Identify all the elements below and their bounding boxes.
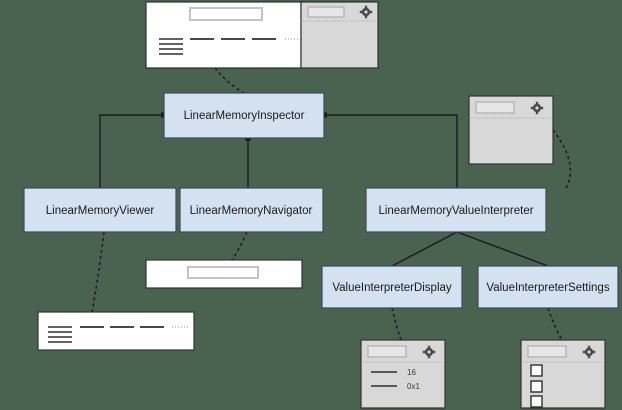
node-interpreter-label: LinearMemoryValueInterpreter [378, 205, 533, 217]
edges-dashed [91, 67, 572, 341]
node-settings-label: ValueInterpreterSettings [486, 282, 609, 294]
edge-interpreter-mock-link [552, 129, 572, 191]
edge-inspector-to-interpreter [321, 112, 458, 188]
node-navigator-label: LinearMemoryNavigator [190, 205, 313, 217]
edge-interpreter-to-settings [456, 231, 549, 267]
node-display[interactable]: ValueInterpreterDisplay [321, 265, 463, 309]
gear-icon[interactable] [530, 101, 544, 115]
mockup-interpreter [468, 95, 554, 165]
mockup-inspector [145, 1, 379, 69]
gear-icon[interactable] [582, 345, 596, 359]
node-settings[interactable]: ValueInterpreterSettings [477, 265, 619, 309]
mockup-display: 16 0x1 [360, 339, 446, 409]
mockup-interpreter-input[interactable] [475, 101, 515, 114]
mockup-inspector-right-input[interactable] [307, 6, 345, 18]
mockup-navigator-address-input[interactable] [187, 266, 259, 279]
edge-display-mock-link [391, 307, 402, 341]
mockup-navigator [145, 259, 303, 289]
mockup-viewer-byte-lines [48, 326, 72, 343]
mockup-settings-checkbox[interactable] [530, 380, 543, 393]
mockup-settings [520, 339, 606, 409]
node-interpreter[interactable]: LinearMemoryValueInterpreter [365, 187, 547, 233]
edge-settings-mock-link [547, 307, 563, 341]
node-navigator[interactable]: LinearMemoryNavigator [179, 187, 324, 233]
edge-inspector-to-viewer [99, 112, 167, 188]
mockup-viewer [37, 311, 195, 351]
mockup-settings-checkbox[interactable] [530, 395, 543, 408]
node-inspector[interactable]: LinearMemoryInspector [163, 92, 325, 139]
mockup-inspector-address-input[interactable] [189, 7, 263, 21]
gear-icon[interactable] [422, 345, 436, 359]
node-inspector-label: LinearMemoryInspector [184, 110, 305, 122]
mockup-settings-input[interactable] [527, 345, 567, 358]
edge-interpreter-to-display [391, 231, 458, 267]
node-viewer-label: LinearMemoryViewer [46, 205, 155, 217]
edges-solid [99, 112, 549, 267]
node-display-label: ValueInterpreterDisplay [332, 282, 452, 294]
mockup-display-input[interactable] [367, 345, 407, 358]
mockup-inspector-byte-lines [159, 38, 183, 55]
edge-viewer-mock-link [91, 231, 105, 313]
edge-inspector-mock-link [214, 67, 245, 94]
gear-icon[interactable] [359, 5, 373, 19]
node-viewer[interactable]: LinearMemoryViewer [23, 187, 177, 233]
mockup-display-row2-value: 0x1 [407, 382, 420, 391]
mockup-settings-checkbox[interactable] [530, 364, 543, 377]
mockup-display-row1-value: 16 [407, 368, 416, 377]
edge-navigator-mock-link [231, 231, 248, 261]
